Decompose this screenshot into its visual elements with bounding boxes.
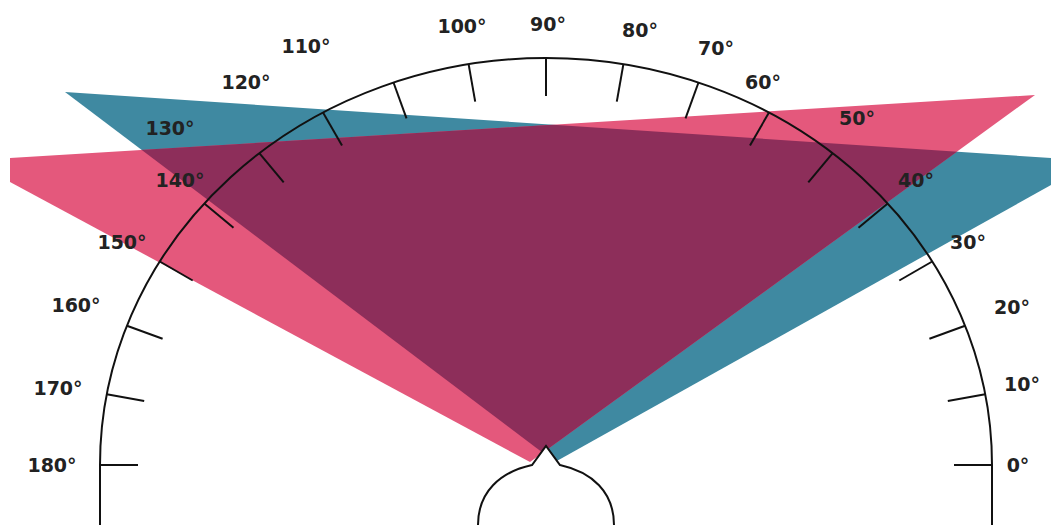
tick-mark xyxy=(107,394,144,401)
degree-label: 170° xyxy=(33,379,82,398)
tick-mark xyxy=(259,153,283,182)
tick-mark xyxy=(859,203,888,227)
tick-mark xyxy=(899,262,932,281)
degree-label: 50° xyxy=(839,109,875,128)
degree-label: 10° xyxy=(1004,375,1040,394)
tick-mark xyxy=(617,64,624,101)
degree-label: 40° xyxy=(898,171,934,190)
head-outline xyxy=(478,446,614,525)
degree-label: 80° xyxy=(622,21,658,40)
degree-label: 130° xyxy=(145,119,194,138)
tick-mark xyxy=(929,326,965,339)
tick-mark xyxy=(954,464,992,466)
tick-mark xyxy=(127,326,163,339)
degree-label: 140° xyxy=(155,171,204,190)
degree-label: 0° xyxy=(1007,456,1030,475)
degree-label: 60° xyxy=(745,73,781,92)
tick-mark xyxy=(323,113,342,146)
degree-label: 70° xyxy=(698,39,734,58)
overlap-field xyxy=(10,95,1035,462)
tick-mark xyxy=(394,83,407,119)
protractor-arc xyxy=(100,58,992,525)
degree-label: 180° xyxy=(27,456,76,475)
pink-field xyxy=(10,95,1035,462)
tick-mark xyxy=(204,203,233,227)
tick-mark xyxy=(545,58,547,96)
degree-label: 150° xyxy=(97,233,146,252)
tick-mark xyxy=(100,464,138,466)
degree-label: 160° xyxy=(51,296,100,315)
degree-label: 20° xyxy=(994,298,1030,317)
degree-label: 100° xyxy=(437,17,486,36)
degree-label: 90° xyxy=(530,15,566,34)
tick-mark xyxy=(160,262,193,281)
degree-label: 110° xyxy=(281,37,330,56)
tick-mark xyxy=(469,64,476,101)
tick-mark xyxy=(750,113,769,146)
tick-marks xyxy=(100,58,992,465)
degree-label: 120° xyxy=(221,73,270,92)
tick-mark xyxy=(948,394,985,401)
degree-label: 30° xyxy=(950,233,986,252)
tick-mark xyxy=(808,153,832,182)
tick-mark xyxy=(686,83,699,119)
